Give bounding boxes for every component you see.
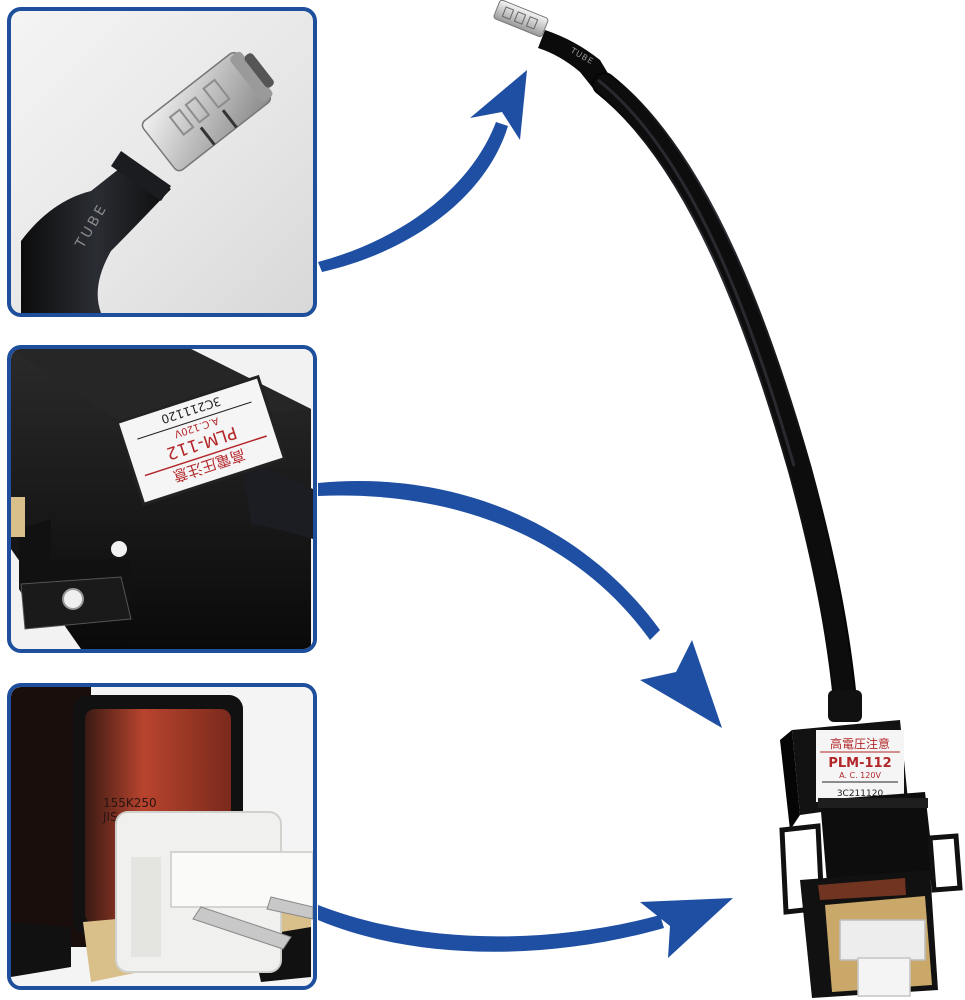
main-label-model: PLM-112 [828,756,891,771]
main-module-label: 高電圧注意 PLM-112 A. C. 120V 3C211120 [816,730,904,802]
main-label-serial: 3C211120 [837,789,884,799]
spade-terminal [493,0,549,37]
coil-print-line1: 155K250 [103,796,157,810]
terminal-closeup-illustration: TUBE [21,51,274,313]
arrow-head-2 [640,640,722,728]
arrow-head-3 [640,898,733,958]
inset-terminal-closeup: TUBE [7,7,317,317]
arrow-to-module-label [318,480,660,640]
inset-connector-closeup: 155K250 JIS P31 [7,683,317,990]
arrow-to-terminal [318,122,508,272]
connector-closeup-illustration: 155K250 JIS P31 [11,687,313,986]
inset-module-label-closeup: 高電圧注意 PLM-112 A.C.120V 3C211120 [7,345,317,653]
ignition-module: 高電圧注意 PLM-112 A. C. 120V 3C211120 [779,720,963,998]
arrow-head-1 [470,70,527,140]
main-label-rating: A. C. 120V [839,771,881,780]
cable [592,72,857,712]
module-label-closeup-illustration: 高電圧注意 PLM-112 A.C.120V 3C211120 [11,349,313,649]
arrow-to-connector [318,905,664,952]
main-label-warning: 高電圧注意 [830,736,890,751]
heat-shrink [538,30,612,92]
cable-print-near-terminal: TUBE [568,45,595,66]
pointer-arrows [318,70,733,958]
